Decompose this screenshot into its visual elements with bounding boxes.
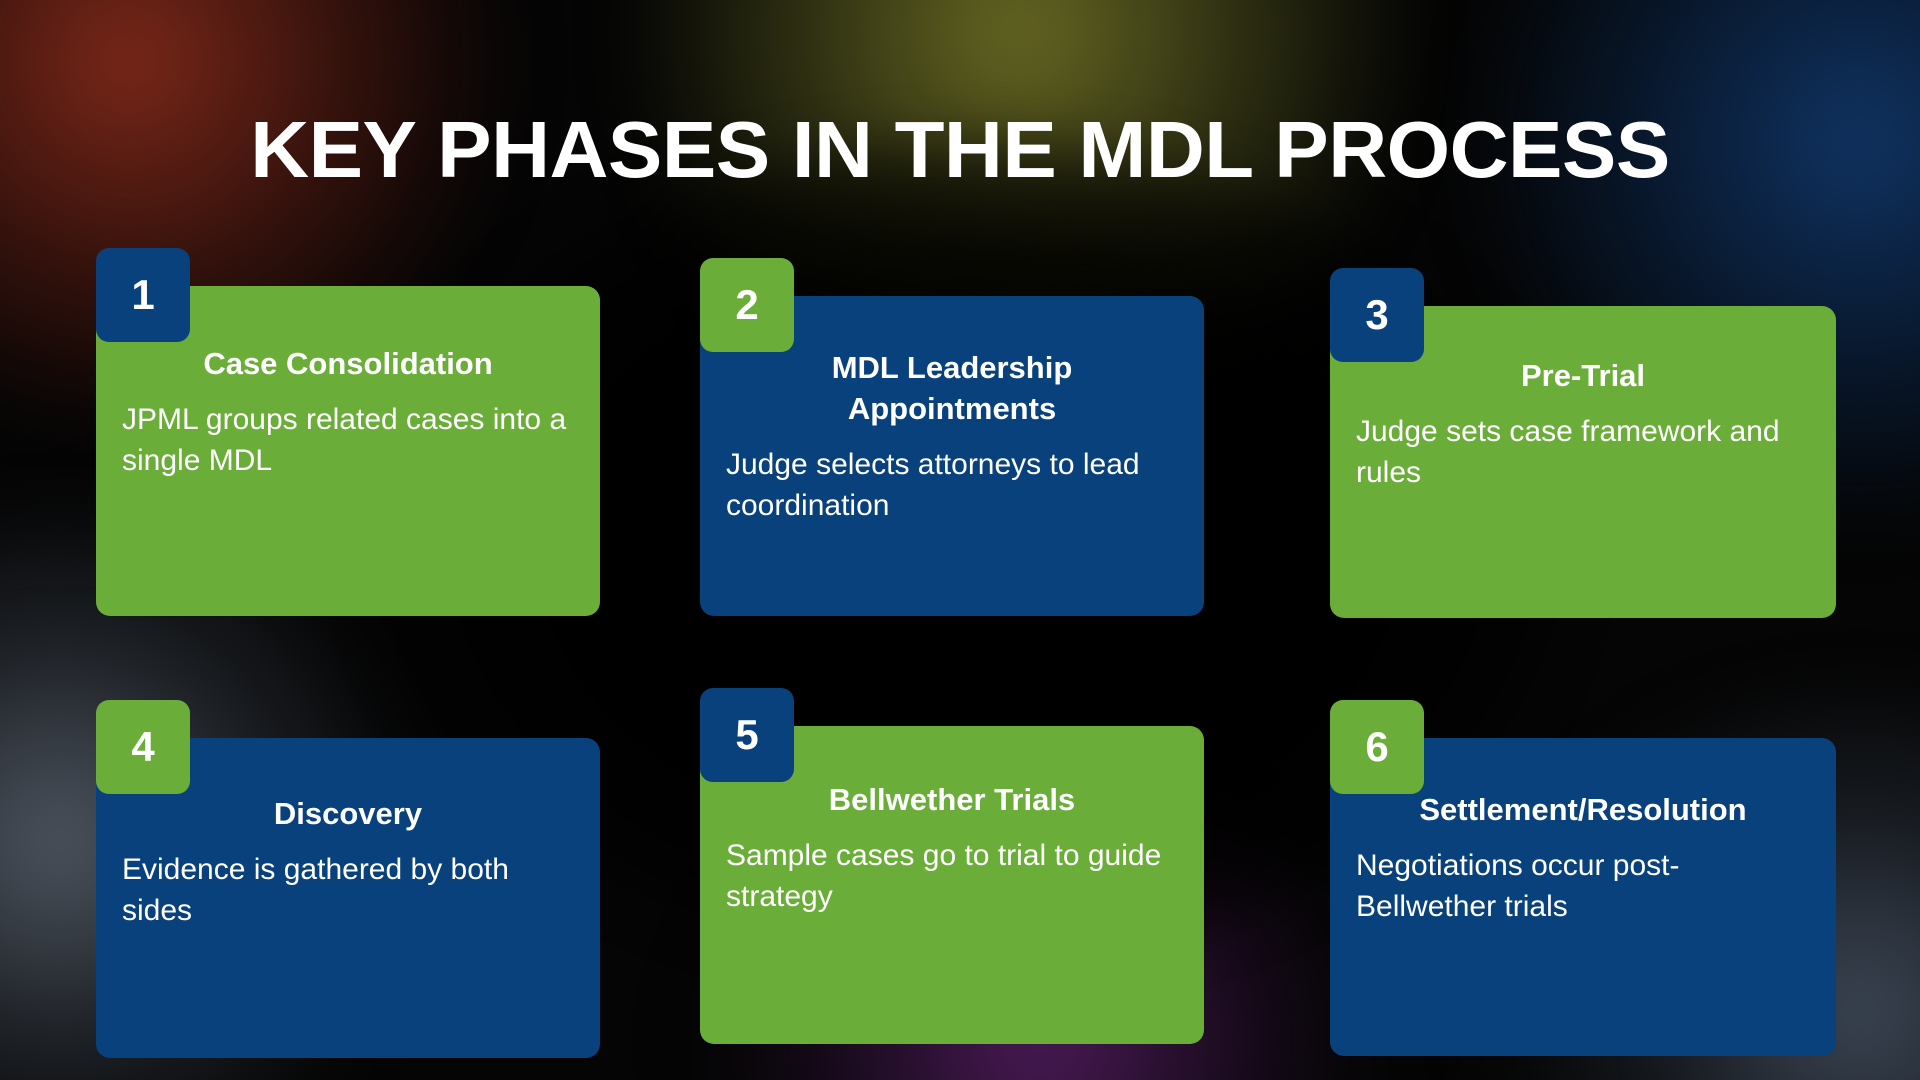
- phase-card-6-description: Negotiations occur post-Bellwether trial…: [1356, 848, 1680, 923]
- phase-card-6-number-badge: 6: [1330, 700, 1424, 794]
- phase-card-3-title: Pre-Trial: [1520, 358, 1646, 393]
- phase-card-5-body: Bellwether Trials Sample cases go to tri…: [700, 726, 1204, 1044]
- phase-card-5-number-badge: 5: [700, 688, 794, 782]
- phase-card-4-description: Evidence is gathered by both sides: [122, 852, 509, 927]
- phase-card-3-number-badge: 3: [1330, 268, 1424, 362]
- phase-card-2-number: 2: [735, 281, 759, 328]
- phase-card-2-description: Judge selects attorneys to lead coordina…: [726, 447, 1140, 522]
- phase-card-3-description: Judge sets case framework and rules: [1356, 414, 1780, 489]
- phase-card-1-title: Case Consolidation: [203, 346, 493, 381]
- phase-card-2-title: MDL Leadership Appointments: [831, 350, 1073, 426]
- phase-card-5-description: Sample cases go to trial to guide strate…: [726, 838, 1162, 913]
- phase-card-6-title: Settlement/Resolution: [1419, 792, 1747, 827]
- phase-card-1-description: JPML groups related cases into a single …: [122, 402, 567, 477]
- phase-card-4-title: Discovery: [273, 796, 423, 831]
- phase-card-2-number-badge: 2: [700, 258, 794, 352]
- phase-card-4-number-badge: 4: [96, 700, 190, 794]
- page-title: KEY PHASES IN THE MDL PROCESS: [250, 104, 1670, 194]
- phase-card-5-title: Bellwether Trials: [828, 782, 1076, 817]
- phase-card-1-number: 1: [131, 271, 155, 318]
- phase-card-5-number: 5: [735, 711, 759, 758]
- phase-card-6-number: 6: [1365, 723, 1389, 770]
- phase-card-1-number-badge: 1: [96, 248, 190, 342]
- phase-card-3-number: 3: [1365, 291, 1389, 338]
- phase-card-4-number: 4: [131, 723, 155, 770]
